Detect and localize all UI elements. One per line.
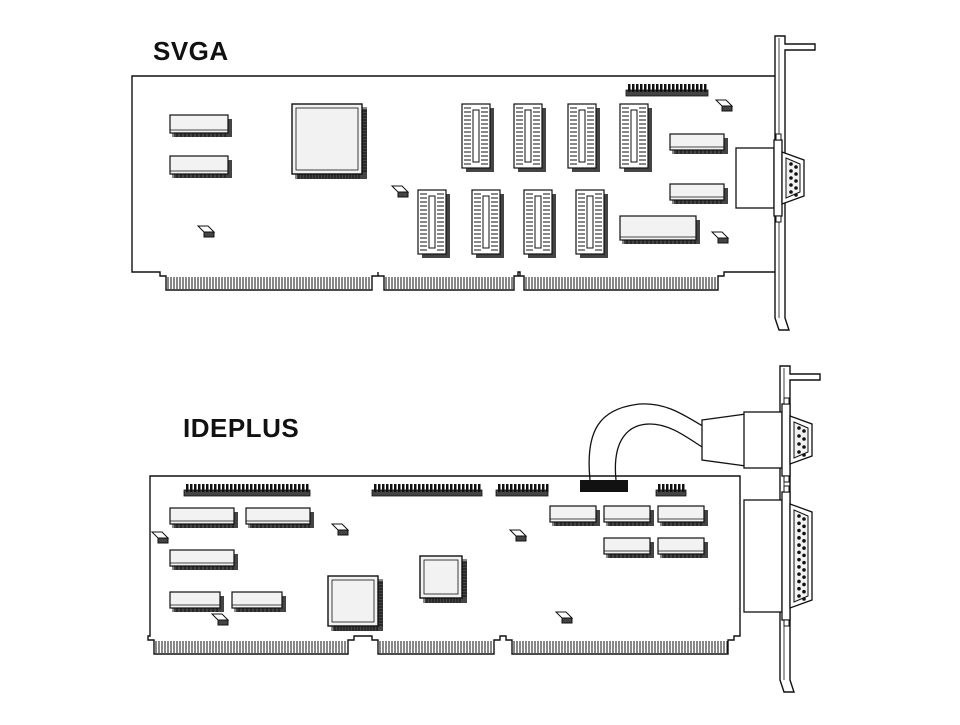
ideplus-chip-6 <box>549 505 600 526</box>
ideplus-ide-header <box>183 484 311 497</box>
ideplus-crystal <box>210 613 230 626</box>
svga-jumper-2 <box>710 231 730 244</box>
svga-dram-socket-1 <box>461 103 494 172</box>
svga-bios-chip <box>169 114 232 137</box>
ideplus-game-header <box>655 484 687 497</box>
svga-dram-socket-2 <box>513 103 546 172</box>
svga-card-label: SVGA <box>153 36 229 66</box>
ideplus-chip-9 <box>603 537 654 558</box>
ideplus-serial-port <box>743 397 813 483</box>
ideplus-chip-3 <box>169 549 238 570</box>
edge-connector <box>155 641 728 653</box>
svga-dram-socket-8 <box>575 189 608 258</box>
svga-logic-chip-2 <box>669 183 728 204</box>
ideplus-jumper-3 <box>554 611 574 624</box>
ideplus-card <box>147 365 821 693</box>
svga-feature-connector <box>625 84 709 97</box>
ideplus-jumper-block-2 <box>508 529 528 542</box>
svga-dram-socket-3 <box>567 103 600 172</box>
svga-oscillator-chip <box>619 215 700 244</box>
edge-connector <box>167 277 716 289</box>
svga-jumper-3 <box>714 99 734 112</box>
ideplus-chip-5 <box>231 591 286 612</box>
svga-dram-socket-7 <box>523 189 556 258</box>
ideplus-chip-1 <box>169 507 238 528</box>
ideplus-jumper-block-1 <box>330 523 350 536</box>
ideplus-chip-7 <box>603 505 654 526</box>
svga-dram-socket-6 <box>471 189 504 258</box>
svga-ramdac-chip <box>169 155 232 178</box>
svga-dram-socket-5 <box>417 189 450 258</box>
ideplus-chip-10 <box>657 537 708 558</box>
ideplus-card-label: IDEPLUS <box>183 413 300 443</box>
ideplus-controller-chip-2 <box>419 555 467 603</box>
ideplus-parallel-port <box>743 485 813 627</box>
svga-vga-port <box>735 133 805 223</box>
ideplus-chip-4 <box>169 591 224 612</box>
svga-dram-socket-4 <box>619 103 652 172</box>
svga-jumper-1 <box>390 185 410 198</box>
svga-card <box>131 35 816 331</box>
ideplus-floppy-header <box>371 484 483 497</box>
ideplus-chip-2 <box>245 507 314 528</box>
svga-logic-chip-1 <box>669 133 728 154</box>
svga-graphics-controller <box>291 103 367 179</box>
ideplus-serial-header <box>495 484 549 497</box>
svga-crystal <box>196 225 216 238</box>
ideplus-ribbon-cable <box>580 403 747 492</box>
ideplus-chip-8 <box>657 505 708 526</box>
ideplus-jumper-4 <box>150 531 170 544</box>
ideplus-controller-chip-1 <box>327 575 383 631</box>
pcb-outline <box>131 75 783 291</box>
